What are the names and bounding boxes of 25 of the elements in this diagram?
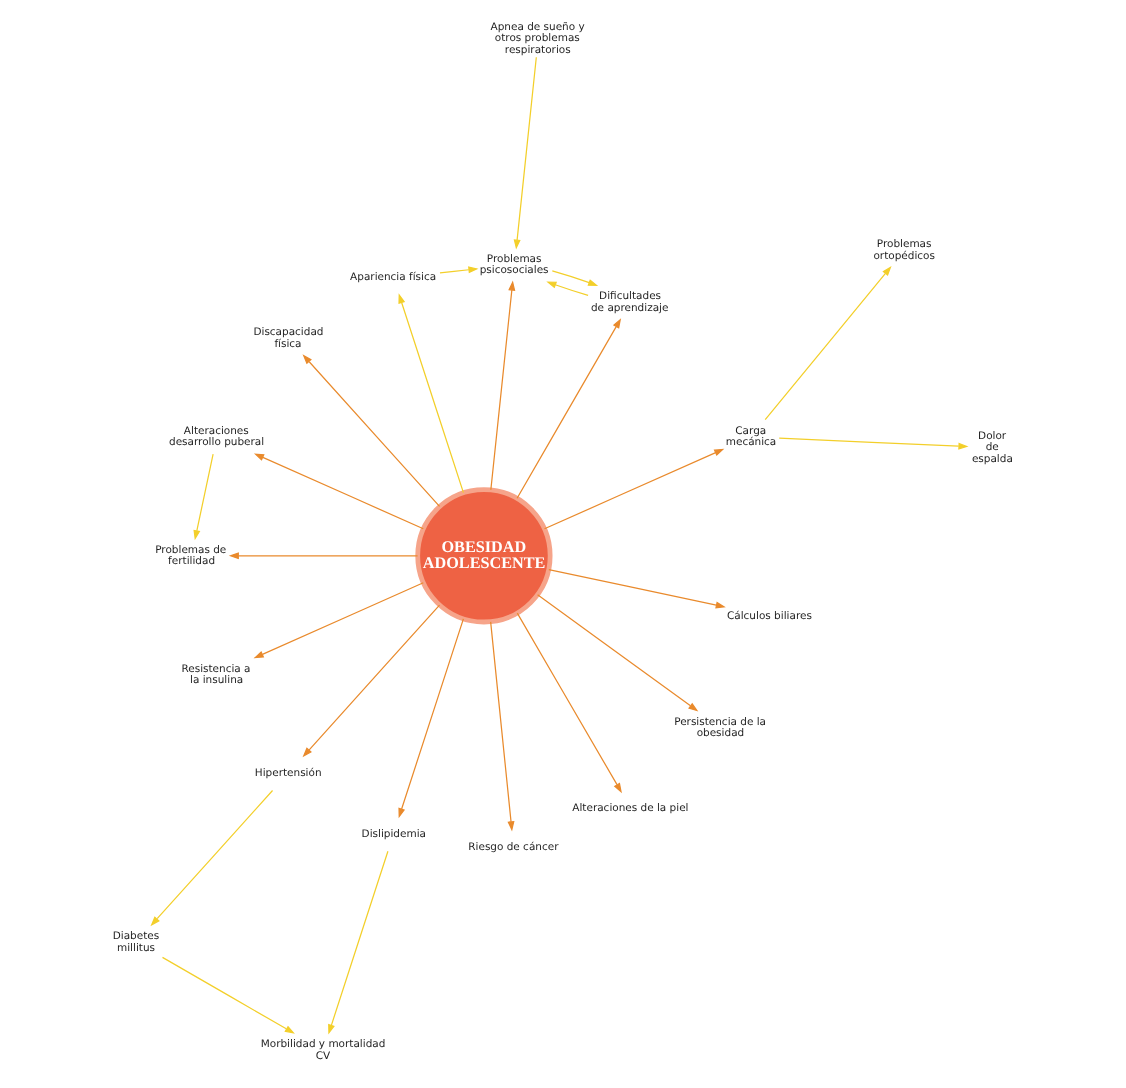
arrow xyxy=(327,850,388,1035)
arrow xyxy=(301,604,440,758)
node-circle: OBESIDAD ADOLESCENTE xyxy=(414,487,552,625)
arrow xyxy=(489,280,515,491)
arrow xyxy=(227,552,418,560)
arrow xyxy=(515,612,621,794)
arrow xyxy=(512,56,536,250)
arrow xyxy=(160,956,294,1034)
arrow xyxy=(489,621,514,832)
arrow xyxy=(252,453,423,530)
arrow xyxy=(438,266,478,274)
arrow xyxy=(777,437,968,450)
arrow xyxy=(536,594,698,712)
arrow xyxy=(192,453,213,541)
arrow xyxy=(550,270,598,286)
arrow xyxy=(397,618,464,819)
arrow xyxy=(397,293,464,494)
arrow xyxy=(763,265,891,421)
arrow xyxy=(545,281,588,296)
arrow xyxy=(301,354,440,508)
arrow xyxy=(515,318,621,499)
arrow xyxy=(149,789,273,927)
arrow xyxy=(252,582,423,659)
arrow xyxy=(547,568,725,609)
arrow xyxy=(542,448,724,530)
